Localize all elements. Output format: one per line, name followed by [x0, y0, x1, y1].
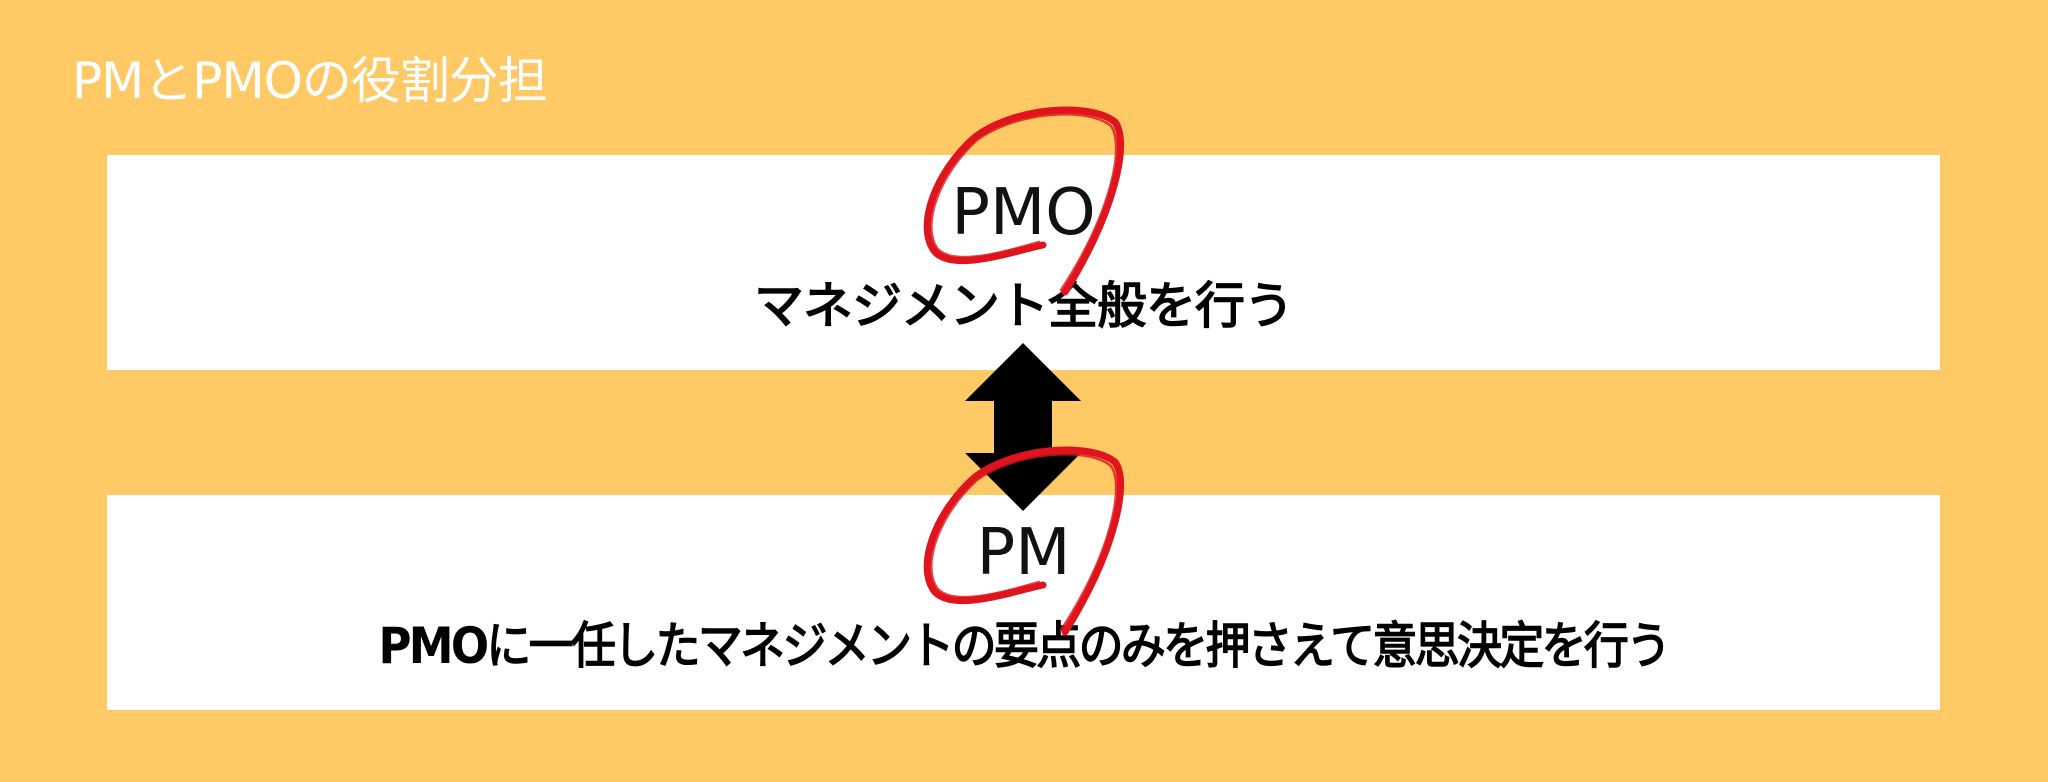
pmo-role-name: PMO — [951, 176, 1096, 250]
pm-role-name: PM — [976, 516, 1071, 590]
pmo-role-description: マネジメント全般を行う — [754, 277, 1294, 335]
pmo-role-box: PMO マネジメント全般を行う — [107, 155, 1940, 370]
double-arrow-icon — [965, 343, 1081, 511]
pm-role-description: PMOに一任したマネジメントの要点のみを押さえて意思決定を行う — [378, 617, 1671, 675]
pm-role-box: PM PMOに一任したマネジメントの要点のみを押さえて意思決定を行う — [107, 495, 1940, 710]
slide-title: PMとPMOの役割分担 — [72, 52, 548, 110]
